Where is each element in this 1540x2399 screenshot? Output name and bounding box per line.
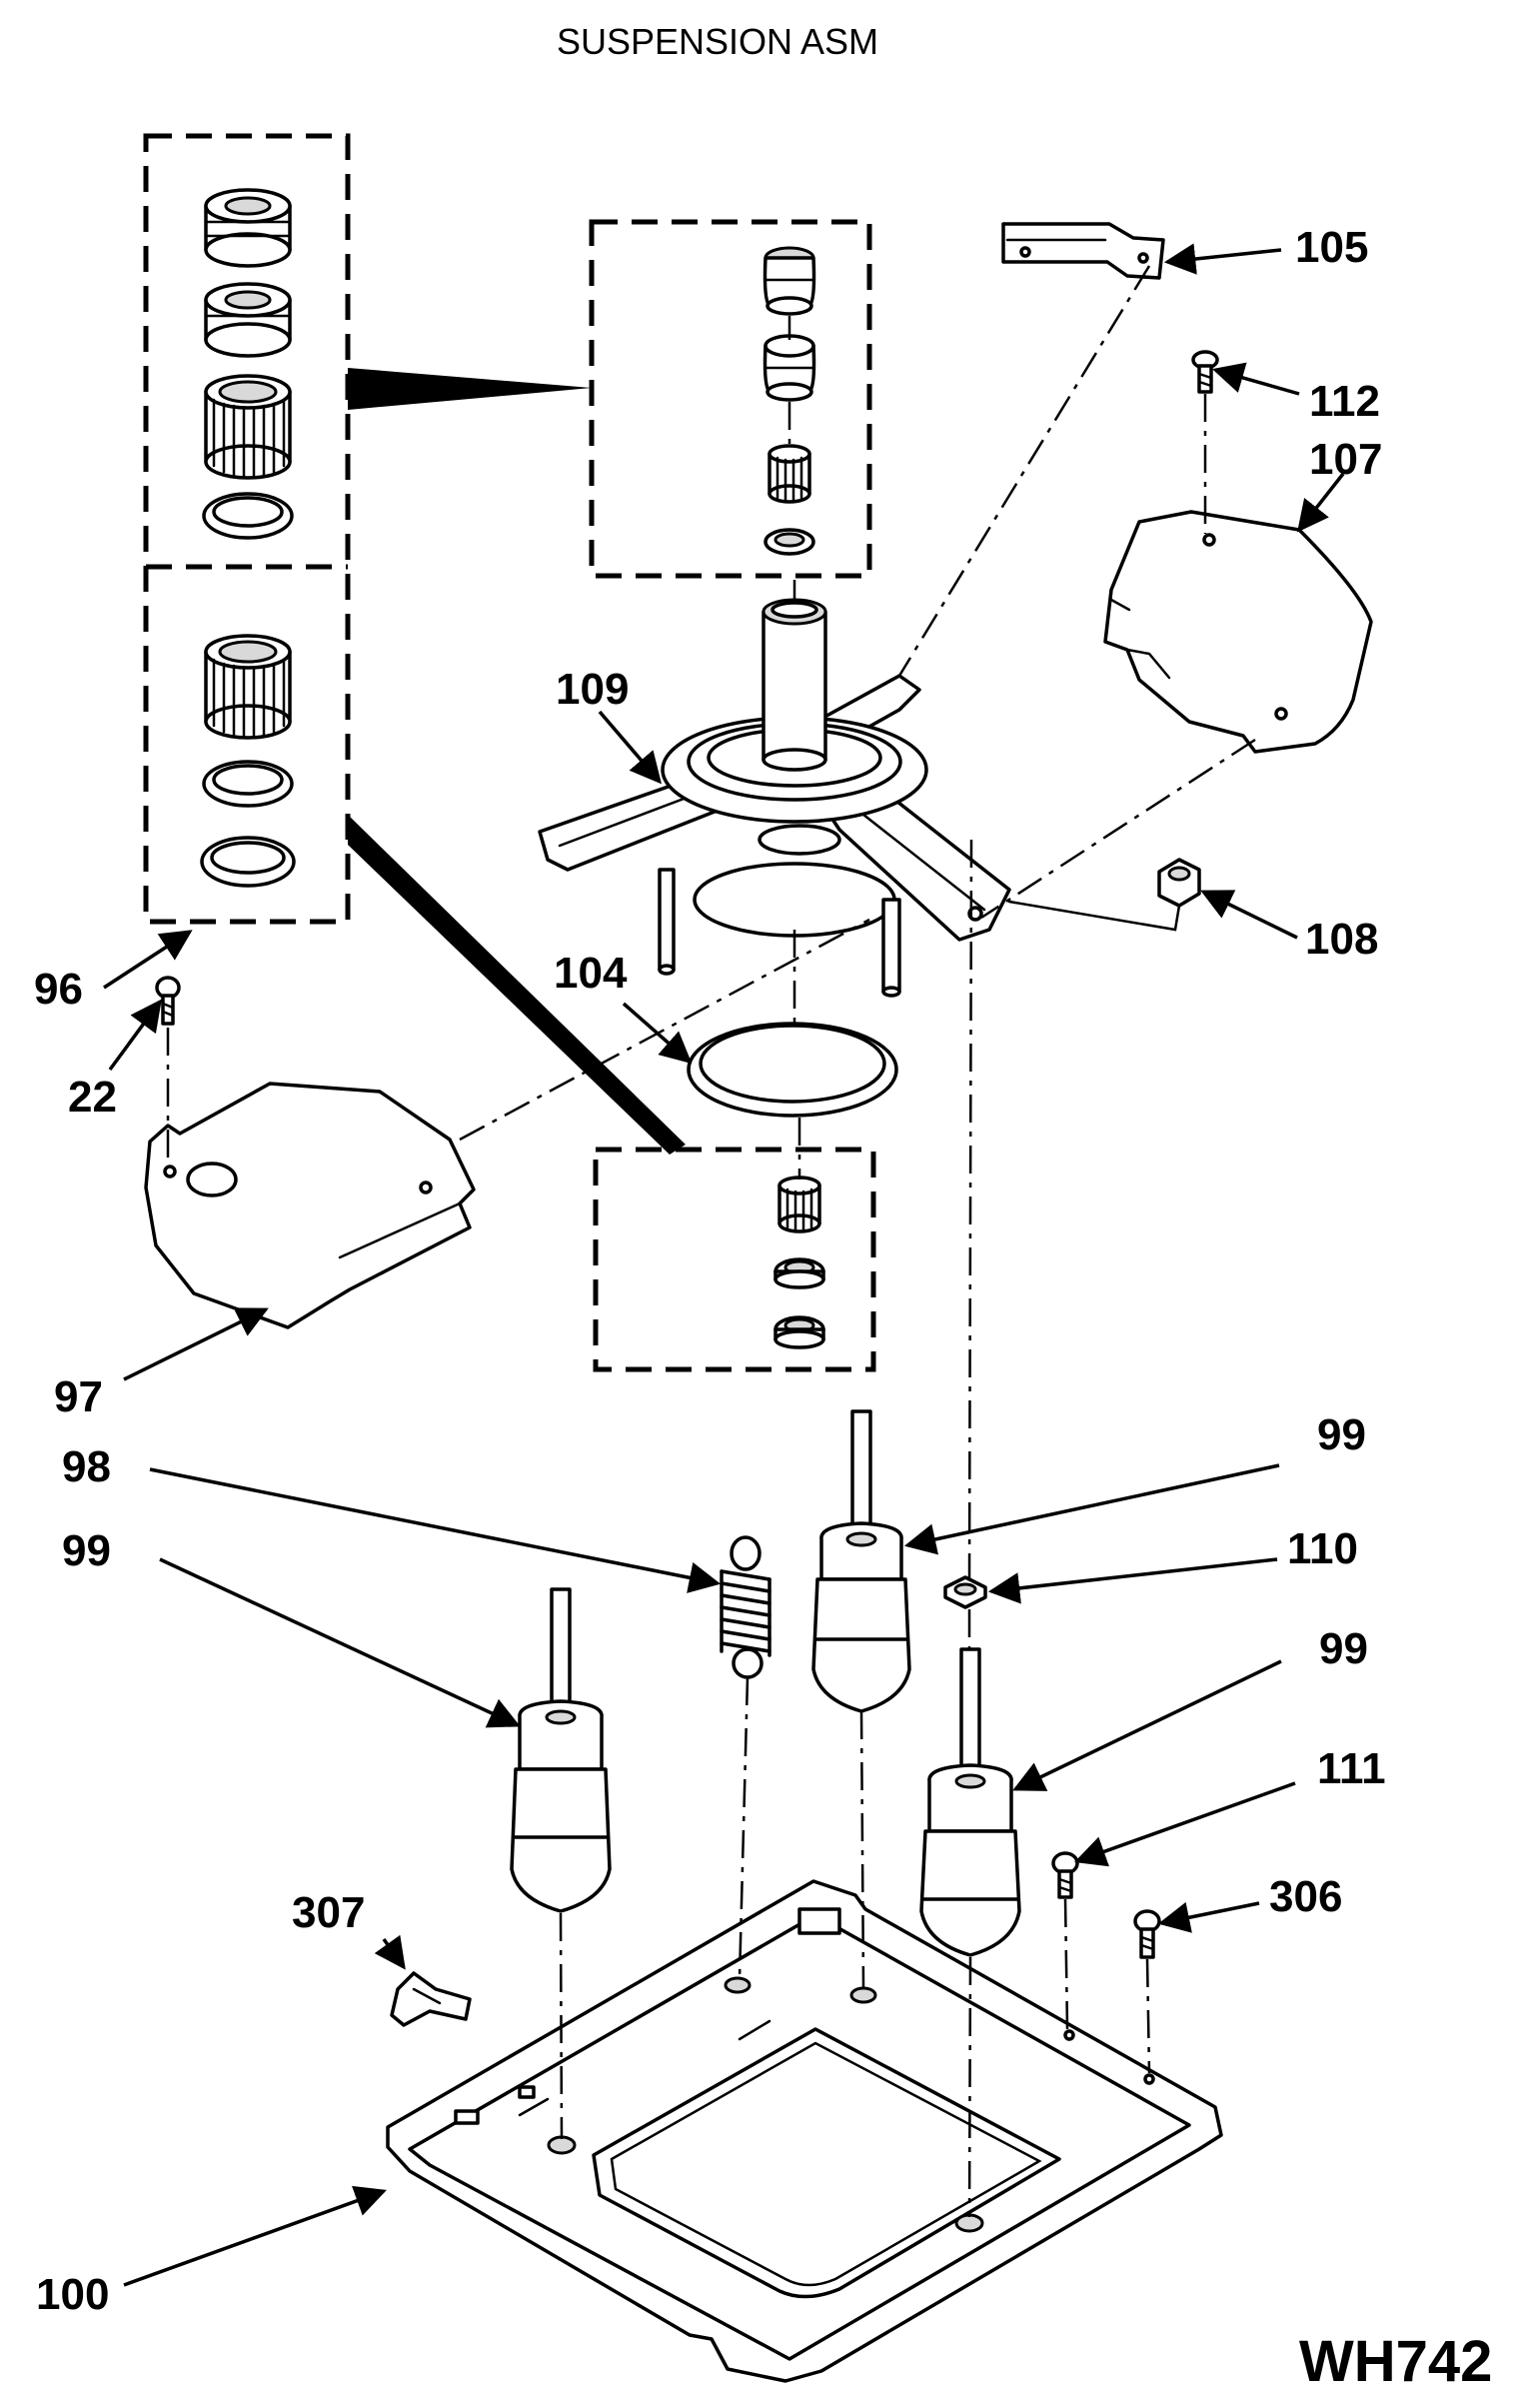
part-label-307: 307 bbox=[292, 1888, 365, 1937]
part-label-104: 104 bbox=[554, 949, 628, 998]
part-label-98: 98 bbox=[62, 1442, 111, 1491]
upper-seal-1 bbox=[204, 188, 292, 268]
part-label-99-top-right: 99 bbox=[1317, 1410, 1366, 1459]
suspension-strut-left bbox=[510, 1587, 612, 1913]
screw-111 bbox=[1051, 1851, 1079, 1899]
spring-98 bbox=[720, 1535, 771, 1679]
base-plate-100 bbox=[386, 1879, 1223, 2383]
leader-lines bbox=[103, 243, 1345, 2287]
part-label-97: 97 bbox=[54, 1372, 103, 1421]
part-label-107: 107 bbox=[1309, 435, 1382, 484]
bearing-detail-box-lower bbox=[593, 1147, 876, 1372]
suspension-strut-right bbox=[919, 1647, 1021, 1957]
part-label-105: 105 bbox=[1295, 223, 1368, 272]
top-bumper-2 bbox=[763, 334, 816, 402]
upper-race-ring bbox=[202, 492, 294, 540]
hex-nut-108 bbox=[1157, 858, 1201, 908]
part-label-111: 111 bbox=[1317, 1744, 1386, 1793]
lower-race-ring-2 bbox=[200, 836, 296, 888]
part-label-109: 109 bbox=[556, 665, 629, 714]
lower-race-ring-1 bbox=[202, 760, 294, 808]
part-label-110: 110 bbox=[1287, 1524, 1358, 1573]
part-label-22: 22 bbox=[68, 1073, 117, 1122]
callout-wedge-upper bbox=[348, 368, 592, 410]
part-number-labels: 105 112 107 109 108 96 104 22 97 99 98 1… bbox=[34, 223, 1386, 2319]
upper-seal-2 bbox=[204, 282, 292, 358]
bearing-detail-box-left bbox=[143, 133, 351, 925]
model-code: WH742 bbox=[1299, 2329, 1492, 2394]
top-bumper-1 bbox=[763, 246, 816, 316]
clip-307 bbox=[390, 1971, 472, 2027]
suspension-strut-center bbox=[811, 1409, 911, 1713]
callout-wedge-lower bbox=[348, 815, 686, 1155]
lower-small-ring-1 bbox=[773, 1257, 825, 1289]
lower-small-bearing bbox=[777, 1176, 821, 1233]
cover-plate-97 bbox=[144, 1082, 476, 1329]
washer-110 bbox=[943, 1575, 987, 1609]
screw-112 bbox=[1191, 350, 1219, 394]
lower-small-ring-2 bbox=[773, 1315, 825, 1349]
bearing-detail-box-top bbox=[589, 219, 872, 579]
part-label-112: 112 bbox=[1309, 377, 1380, 426]
upper-cage-bearing bbox=[204, 374, 292, 480]
part-label-306: 306 bbox=[1269, 1872, 1342, 1921]
bracket-105 bbox=[1001, 222, 1165, 280]
part-label-108: 108 bbox=[1305, 915, 1378, 964]
screw-306 bbox=[1133, 1909, 1161, 1959]
hub-mounting-plate bbox=[538, 598, 1011, 998]
part-label-100: 100 bbox=[36, 2270, 109, 2319]
lower-cage-bearing bbox=[204, 634, 292, 740]
screw-22 bbox=[155, 976, 181, 1026]
assembly-center-lines bbox=[166, 265, 1256, 2218]
top-small-bearing bbox=[768, 444, 811, 504]
gasket-ring bbox=[687, 1022, 898, 1118]
cover-plate-107 bbox=[1103, 510, 1373, 754]
part-label-99-right: 99 bbox=[1319, 1624, 1368, 1673]
part-label-99-left: 99 bbox=[62, 1526, 111, 1575]
top-small-ring bbox=[764, 528, 815, 556]
part-label-96: 96 bbox=[34, 965, 83, 1014]
diagram-title: SUSPENSION ASM bbox=[557, 21, 878, 62]
